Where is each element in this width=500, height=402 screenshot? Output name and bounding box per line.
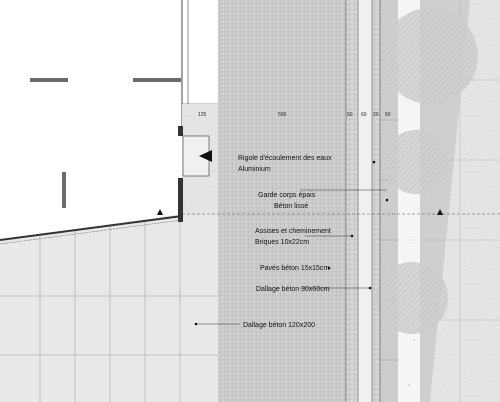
parapet-wall xyxy=(358,0,372,402)
building-interior xyxy=(0,0,182,232)
annotation-dots xyxy=(194,160,389,326)
large-paving-joints xyxy=(0,216,218,402)
ramp-edge xyxy=(0,215,183,241)
drain-block xyxy=(178,126,183,136)
annotation-paves: Pavés béton 15x15cm xyxy=(260,265,329,272)
dimension-label: 20 xyxy=(373,112,379,118)
dimension-label: 50 xyxy=(385,112,391,118)
section-marker-icon xyxy=(157,209,163,215)
annotation-dallage-small: Dallage béton 30x60cm xyxy=(256,286,330,293)
dimension-label: 60 xyxy=(361,112,367,118)
paver-band xyxy=(346,0,358,402)
annotation-rigole-line1: Rigole d'écoulement des eaux xyxy=(238,155,332,162)
dimension-label: 125 xyxy=(198,112,207,118)
interior-wall-segment xyxy=(62,172,66,208)
dimension-labels: 125 500 50 60 20 50 xyxy=(198,112,391,118)
interior-wall-segment xyxy=(30,78,68,82)
annotation-leaders xyxy=(196,189,387,325)
annotation-garde-corps-line1: Garde corps épais xyxy=(258,192,316,199)
tree-canopy-hatch xyxy=(376,262,448,334)
paver-band xyxy=(372,0,380,402)
interior-wall-segment xyxy=(133,78,181,82)
section-marker-icon xyxy=(437,209,443,215)
brick-walkway xyxy=(218,0,346,402)
tree-canopy-hatch xyxy=(382,8,478,104)
annotation-rigole-line2: Aluminium xyxy=(238,166,271,173)
annotation-garde-corps-line2: Béton lissé xyxy=(274,203,308,210)
tree-canopy-hatch xyxy=(384,130,448,194)
large-concrete-paving xyxy=(0,214,218,402)
annotation-assises-line2: Briques 10x22cm xyxy=(255,239,309,246)
flow-arrow-icon xyxy=(199,150,212,162)
ramp-edge xyxy=(0,219,183,245)
annotation-assises-line1: Assises et cheminement xyxy=(255,228,331,235)
dimension-label: 500 xyxy=(278,112,287,118)
dimension-label: 50 xyxy=(347,112,353,118)
annotation-dallage-large: Dallage béton 120x200 xyxy=(243,322,315,329)
drain-block xyxy=(178,178,183,222)
